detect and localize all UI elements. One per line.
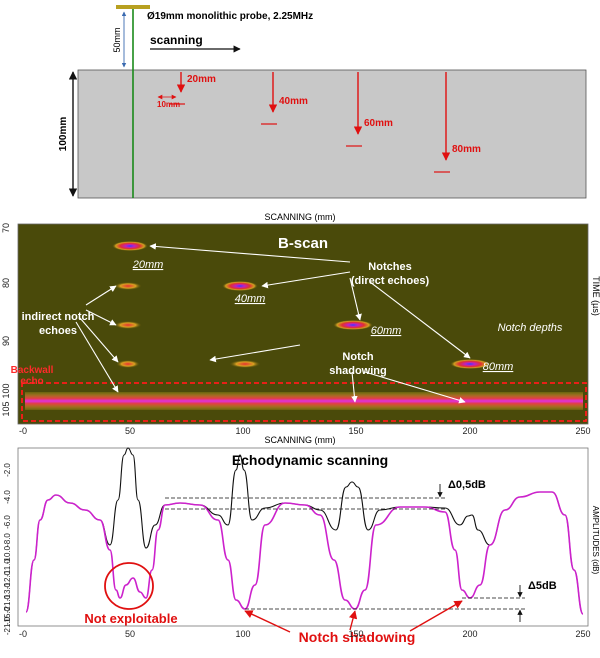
probe-height-label: 50mm bbox=[112, 27, 122, 52]
bscan-echo-blob bbox=[229, 360, 261, 368]
bscan-x-ticks: -0 50 100 150 200 250 bbox=[19, 426, 591, 436]
echo-y-tick: -12.0 bbox=[3, 570, 12, 589]
bscan-annotation-arrow bbox=[209, 344, 301, 363]
direct-echo-depth-label: 80mm bbox=[483, 361, 514, 373]
bscan-echo-blob bbox=[114, 321, 142, 329]
bscan-x-tick: -0 bbox=[19, 426, 27, 436]
bscan-echo-blob bbox=[116, 360, 140, 368]
echo-y-ticks: -2.0-4.0-6.0-8.0-10.0-11.0-12.0-13.0-21.… bbox=[3, 463, 12, 636]
delta-large-label: Δ5dB bbox=[528, 580, 557, 592]
echo-x-ticks: -0 50 100 150 200 250 bbox=[19, 629, 591, 639]
schematic-section: 50mm Ø19mm monolithic probe, 2.25MHz sca… bbox=[58, 5, 587, 199]
echo-y-tick: -11.0 bbox=[3, 559, 12, 577]
bscan-x-tick: 150 bbox=[348, 426, 363, 436]
bscan-echo-blob bbox=[450, 359, 490, 369]
echo-y-tick: -2.0 bbox=[3, 463, 12, 477]
bscan-title: B-scan bbox=[278, 235, 328, 252]
bscan-x-tick: 250 bbox=[575, 426, 590, 436]
bscan-echo-blob bbox=[114, 282, 142, 290]
echo-x-tick: 100 bbox=[235, 629, 250, 639]
bscan-annotation-arrow bbox=[85, 285, 117, 306]
not-exploitable-label: Not exploitable bbox=[84, 611, 177, 626]
notch-shadowing-bottom-label: Notch shadowing bbox=[299, 629, 416, 645]
echo-x-tick: 50 bbox=[125, 629, 135, 639]
echo-x-tick: -0 bbox=[19, 629, 27, 639]
echo-y-tick: -13.0 bbox=[3, 582, 12, 601]
echo-y-tick: -4.0 bbox=[3, 490, 12, 504]
shadow-arrow-2 bbox=[349, 610, 358, 631]
echo-y-tick: -10.0 bbox=[3, 545, 12, 564]
bscan-y-ticks: 70 80 90 100 105 bbox=[1, 223, 11, 417]
notch-depths-label: Notch depths bbox=[498, 322, 563, 334]
echo-panel bbox=[17, 447, 589, 627]
bscan-y-tick: 90 bbox=[1, 336, 11, 346]
echo-y-tick: -8.0 bbox=[3, 533, 12, 547]
notch-depth-label: 40mm bbox=[279, 96, 308, 107]
notch-width-label: 10mm bbox=[157, 100, 180, 109]
echo-title: Echodynamic scanning bbox=[232, 452, 388, 468]
bscan-annotation-arrows bbox=[75, 243, 471, 404]
bscan-annotation-arrow bbox=[85, 309, 117, 326]
bscan-annotation-arrow bbox=[369, 281, 471, 359]
direct-echo-depth-label: 40mm bbox=[235, 293, 266, 305]
notch-depth-label: 80mm bbox=[452, 144, 481, 155]
shadow-arrow-1 bbox=[244, 610, 291, 633]
bscan-annotation-arrow bbox=[261, 271, 351, 289]
echo-y-tick: -21.0 bbox=[3, 616, 12, 635]
bscan-annotation-arrow bbox=[349, 277, 362, 321]
bscan-echo-blob bbox=[333, 320, 373, 330]
bscan-x-tick: 50 bbox=[125, 426, 135, 436]
direct-echo-depth-labels: 20mm 40mm 60mm 80mm bbox=[132, 259, 514, 373]
probe-label: Ø19mm monolithic probe, 2.25MHz bbox=[147, 11, 313, 22]
notch-group: 20mm 40mm 60mm 80mm bbox=[169, 72, 481, 173]
bscan-y-tick: 70 bbox=[1, 223, 11, 233]
bscan-echo-blob bbox=[222, 281, 258, 291]
bscan-annotation-arrow bbox=[351, 371, 358, 403]
delta-small-label: Δ0,5dB bbox=[448, 479, 486, 491]
echo-x-tick: 150 bbox=[348, 629, 363, 639]
bscan-y-tick: 105 bbox=[1, 401, 11, 416]
bscan-frame bbox=[17, 223, 589, 425]
echo-y-tick: -15.0 bbox=[3, 606, 12, 625]
bscan-ylabel: TIME (µs) bbox=[591, 276, 600, 316]
bscan-annotation-arrow bbox=[75, 321, 119, 393]
bscan-x-tick: 100 bbox=[235, 426, 250, 436]
backwall-echo-band bbox=[25, 392, 583, 410]
echo-ylabel: AMPLITUDES (dB) bbox=[591, 506, 600, 575]
notches-direct-label: Notches(direct echoes) bbox=[351, 261, 430, 287]
echo-y-tick: -6.0 bbox=[3, 515, 12, 529]
bscan-section: SCANNING (mm) B-scan Notches(direct echo… bbox=[1, 212, 600, 445]
bscan-annotation-arrow bbox=[149, 243, 351, 263]
notch-depth-label: 60mm bbox=[364, 118, 393, 129]
bscan-echoes bbox=[112, 241, 490, 369]
direct-echo-depth-label: 20mm bbox=[132, 259, 164, 271]
bscan-y-tick: 100 bbox=[1, 383, 11, 398]
scan-direction-label: scanning bbox=[150, 33, 203, 47]
shadow-arrow-3 bbox=[409, 600, 463, 632]
echo-x-tick: 250 bbox=[575, 629, 590, 639]
bscan-y-tick: 80 bbox=[1, 278, 11, 288]
bscan-echo-blob bbox=[112, 241, 148, 251]
bscan-annotation-arrow bbox=[364, 371, 466, 404]
bscan-annotation-arrow bbox=[79, 317, 119, 363]
test-block bbox=[77, 69, 587, 199]
block-height-label: 100mm bbox=[58, 117, 69, 152]
not-exploitable-circle bbox=[104, 562, 154, 610]
direct-echo-depth-label: 60mm bbox=[371, 325, 402, 337]
bscan-xlabel-bottom: SCANNING (mm) bbox=[265, 435, 336, 445]
backwall-box bbox=[21, 382, 587, 422]
echo-x-tick: 200 bbox=[462, 629, 477, 639]
echo-trace-magenta bbox=[25, 491, 584, 615]
notch-depth-label: 20mm bbox=[187, 74, 216, 85]
probe-icon bbox=[116, 5, 150, 9]
echo-y-tick: -21.0 bbox=[3, 594, 12, 613]
bscan-x-tick: 200 bbox=[462, 426, 477, 436]
echodynamic-section: Echodynamic scanning Δ0,5dB Δ5dB Not exp… bbox=[3, 447, 600, 645]
bscan-xlabel-top: SCANNING (mm) bbox=[265, 212, 336, 222]
echo-trace-black bbox=[25, 447, 584, 615]
